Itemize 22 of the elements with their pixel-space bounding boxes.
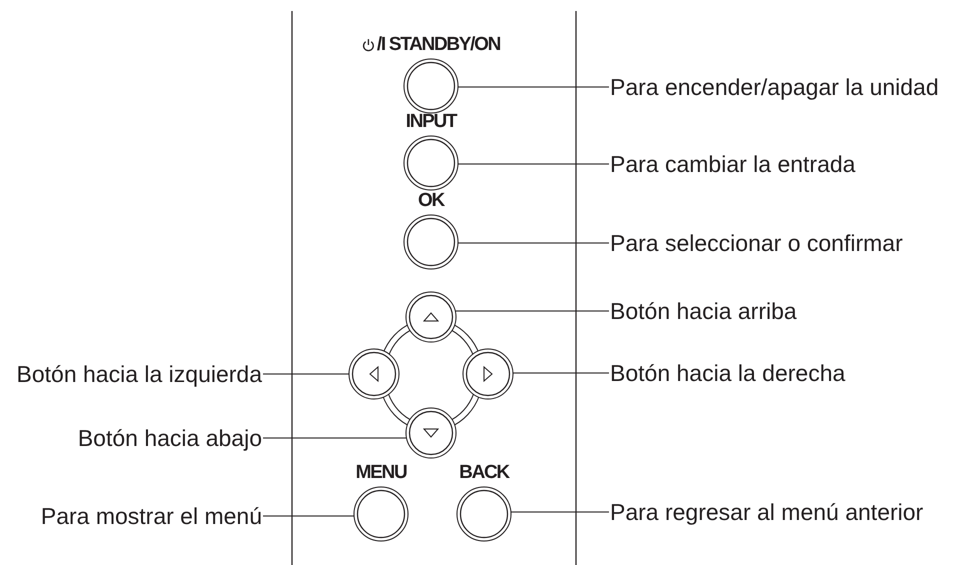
callout-text: Para seleccionar o confirmar [610, 229, 903, 257]
button-label: OK [418, 191, 444, 211]
callout-text: Botón hacia arriba [610, 297, 797, 325]
right-arrow-button [462, 348, 514, 400]
up-arrow-button [405, 291, 457, 343]
callout-text: Botón hacia abajo [78, 424, 262, 452]
button-label: BACK [459, 463, 509, 483]
button-label: INPUT [406, 112, 456, 132]
callout-text: Botón hacia la izquierda [16, 360, 262, 388]
callout-text: Para regresar al menú anterior [610, 498, 924, 526]
left-arrow-button [348, 348, 400, 400]
leader-line [457, 242, 610, 244]
leader-line [454, 310, 610, 312]
button-label: /I STANDBY/ON [362, 35, 500, 55]
callout-text: Botón hacia la derecha [610, 359, 846, 387]
callout-text: Para mostrar el menú [40, 502, 262, 530]
leader-line [512, 372, 610, 374]
button-label: MENU [356, 463, 406, 483]
callout-text: Para encender/apagar la unidad [610, 73, 939, 101]
callout-text: Para cambiar la entrada [610, 150, 856, 178]
leader-line [457, 86, 610, 88]
down-arrow-button [405, 407, 457, 459]
